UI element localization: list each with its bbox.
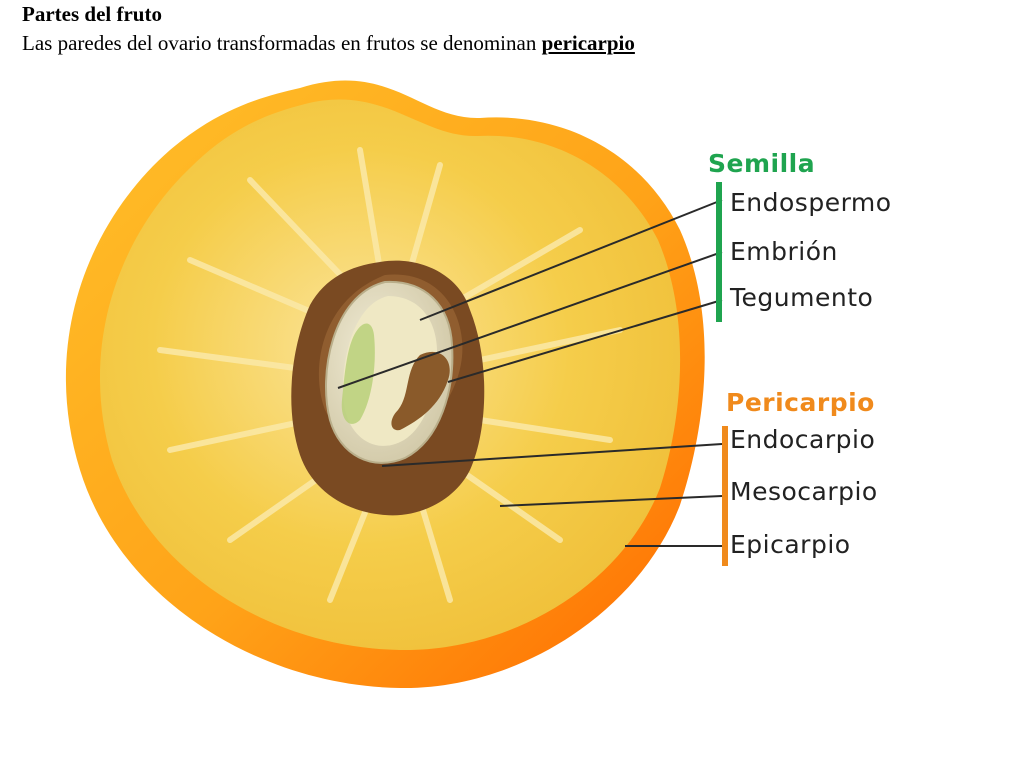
semilla-title: Semilla [708, 149, 815, 178]
pericarpio-group: Pericarpio Endocarpio Mesocarpio Epicarp… [722, 388, 878, 566]
subtitle-term: pericarpio [541, 31, 635, 55]
semilla-group: Semilla Endospermo Embrión Tegumento [708, 149, 892, 322]
leader-endocarpio [381, 443, 723, 467]
leader-mesocarpio [499, 495, 723, 507]
embryo-shape [341, 323, 375, 424]
page-title: Partes del fruto [22, 2, 162, 26]
leader-lines [337, 199, 723, 547]
label-endospermo: Endospermo [730, 188, 892, 217]
label-embrion: Embrión [730, 237, 838, 266]
header: Partes del fruto Las paredes del ovario … [22, 0, 635, 58]
label-tegumento: Tegumento [729, 283, 873, 312]
leader-tegumento [447, 299, 723, 383]
leader-embrion [337, 251, 723, 389]
pericarpio-bracket [722, 426, 728, 566]
embryo-radicle-shape [391, 351, 450, 431]
subtitle-text: Las paredes del ovario transformadas en … [22, 31, 542, 55]
page-subtitle: Las paredes del ovario transformadas en … [22, 29, 635, 58]
pericarpio-title: Pericarpio [726, 388, 875, 417]
label-epicarpio: Epicarpio [730, 530, 851, 559]
label-mesocarpio: Mesocarpio [730, 477, 878, 506]
label-endocarpio: Endocarpio [730, 425, 875, 454]
semilla-bracket [716, 182, 722, 322]
leader-endospermo [419, 199, 723, 321]
